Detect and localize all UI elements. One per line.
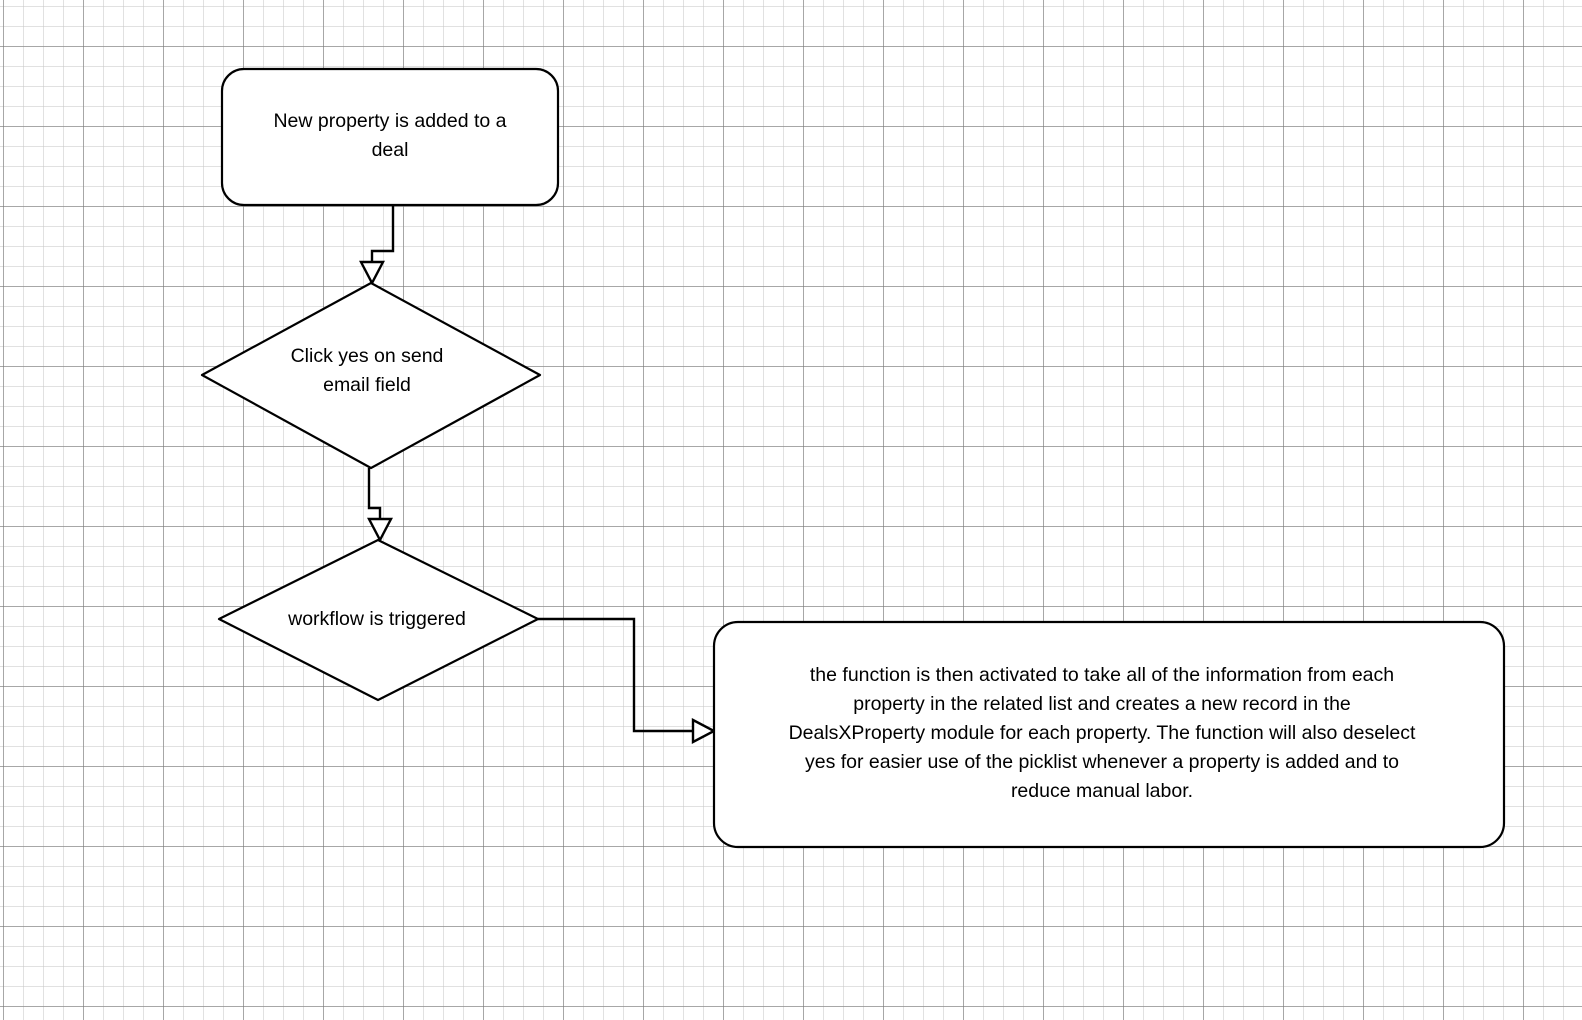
arrowhead-down-icon <box>359 260 385 286</box>
edge-start-to-click-yes[interactable] <box>359 205 395 286</box>
edge-click-yes-to-workflow[interactable] <box>367 468 393 543</box>
decision-click-yes-label-line-2: email field <box>323 374 411 396</box>
edge-line <box>367 468 382 520</box>
decision-click-yes-label-line-1: Click yes on send <box>291 345 444 367</box>
node-start-box[interactable]: New property is added to a deal <box>220 67 560 207</box>
arrowhead-right-icon <box>691 718 717 744</box>
function-description-line-4: yes for easier use of the picklist whene… <box>805 751 1399 773</box>
function-description-line-1: the function is then activated to take a… <box>810 664 1394 686</box>
node-decision-workflow[interactable]: workflow is triggered <box>217 538 540 702</box>
edge-line <box>538 617 694 733</box>
decision-click-yes-shape <box>200 281 542 470</box>
function-description-line-3: DealsXProperty module for each property.… <box>789 722 1416 744</box>
start-box-shape <box>220 67 560 207</box>
function-description-line-2: property in the related list and creates… <box>853 693 1351 715</box>
start-box-label-line-2: deal <box>372 139 409 161</box>
node-function-description-box[interactable]: the function is then activated to take a… <box>712 620 1506 849</box>
decision-workflow-label: workflow is triggered <box>287 608 466 630</box>
start-box-label-line-1: New property is added to a <box>273 110 506 132</box>
edge-workflow-to-function[interactable] <box>538 617 717 744</box>
node-decision-click-yes[interactable]: Click yes on send email field <box>200 281 542 470</box>
decision-workflow-shape <box>217 538 540 702</box>
edge-line <box>370 205 395 263</box>
function-description-line-5: reduce manual labor. <box>1011 780 1193 802</box>
arrowhead-down-icon <box>367 517 393 543</box>
function-description-box-shape <box>712 620 1506 849</box>
